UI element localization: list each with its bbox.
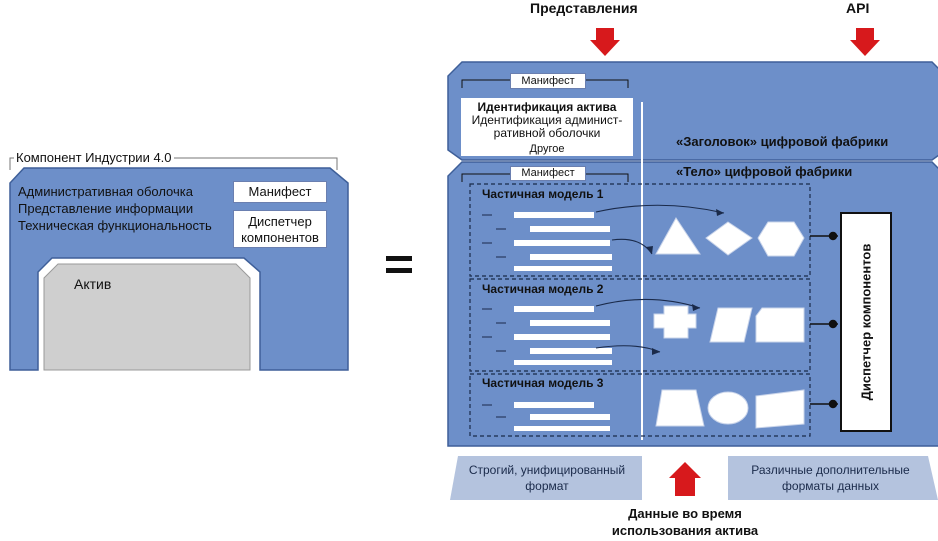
strict-line2: формат [525,479,569,493]
strict-line1: Строгий, унифицированный [468,463,626,477]
asset-id-label: Идентификация актива [477,100,617,114]
shell-id-line2: ративной оболочки [493,126,601,140]
submodel-2-label: Частичная модель 2 [482,282,604,296]
quad-shape [755,389,805,429]
header-manifest-label: Манифест [510,73,586,89]
body-title: «Тело» цифровой фабрики [676,164,853,179]
dispatcher-box: Диспетчер компонентов [840,212,892,432]
runtime-line2: использования актива [611,523,759,538]
other-label: Другое [529,143,565,155]
api-arrow-icon [850,28,880,56]
views-arrow-icon [590,28,620,56]
strict-format-text: Строгий, унифицированный формат [452,462,642,494]
info-representation-label: Представление информации [18,201,194,216]
header-title: «Заголовок» цифровой фабрики [676,134,889,149]
submodel-3-label: Частичная модель 3 [482,376,604,390]
admin-shell-label: Административная оболочка [18,184,193,199]
runtime-data-arrow-icon [669,462,701,496]
cross-shape [653,305,697,339]
body-shape [447,161,938,447]
left-manifest-box: Манифест [233,181,327,203]
submodel-1-label: Частичная модель 1 [482,187,604,201]
header-identification-box: Идентификация актива Идентификация админ… [461,98,633,156]
body-manifest-label: Манифест [510,166,586,181]
runtime-line1: Данные во время [628,506,742,521]
hexagon-shape [757,221,805,257]
technical-functionality-label: Техническая функциональность [18,218,212,233]
various-formats-box [728,456,938,500]
dispatcher-label: Диспетчер компонентов [858,243,874,401]
api-label: API [846,0,870,16]
diamond-shape [705,221,753,256]
asset-label: Актив [74,276,112,292]
various-line2: форматы данных [782,479,879,493]
left-dispatcher-line1: Диспетчер [248,214,312,229]
various-line1: Различные дополнительные [751,463,910,477]
left-dispatcher-box: Диспетчер компонентов [233,210,327,248]
views-label: Представления [530,0,638,16]
runtime-data-text: Данные во время использования актива [580,505,790,539]
component-title: Компонент Индустрии 4.0 [14,150,174,166]
asset-shape [43,263,251,371]
ellipse-shape [707,391,749,425]
trapezoid-right-shape [755,307,805,343]
triangle-shape [655,217,701,255]
shell-id-line1: Идентификация админист- [471,113,623,127]
trapezoid-shape [655,389,705,427]
various-formats-text: Различные дополнительные форматы данных [728,462,933,494]
strict-format-box [450,456,642,500]
parallelogram-shape [709,307,753,343]
left-dispatcher-line2: компонентов [241,230,319,245]
